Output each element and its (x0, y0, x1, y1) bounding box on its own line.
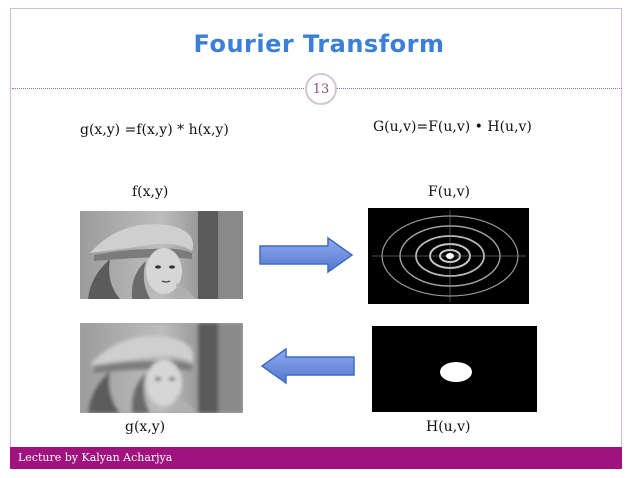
label-output-image: g(x,y) (125, 419, 166, 435)
input-photo (80, 211, 243, 299)
output-blurred-photo (80, 323, 243, 413)
footer-credit: Lecture by Kalyan Acharjya (18, 451, 173, 464)
arrow-left-icon (260, 347, 355, 385)
label-filter: H(u,v) (426, 419, 471, 435)
arrow-right-icon (259, 236, 354, 274)
frequency-product-formula: G(u,v)=F(u,v) • H(u,v) (373, 119, 532, 135)
label-spectrum: F(u,v) (428, 184, 471, 200)
page-number-badge: 13 (305, 73, 337, 105)
footer-bar: Lecture by Kalyan Acharjya (10, 447, 622, 469)
label-input-image: f(x,y) (132, 184, 169, 200)
spatial-convolution-formula: g(x,y) =f(x,y) * h(x,y) (80, 122, 229, 138)
spectrum-image (368, 208, 529, 304)
lowpass-filter-image (372, 326, 537, 412)
slide-title: Fourier Transform (193, 30, 445, 58)
